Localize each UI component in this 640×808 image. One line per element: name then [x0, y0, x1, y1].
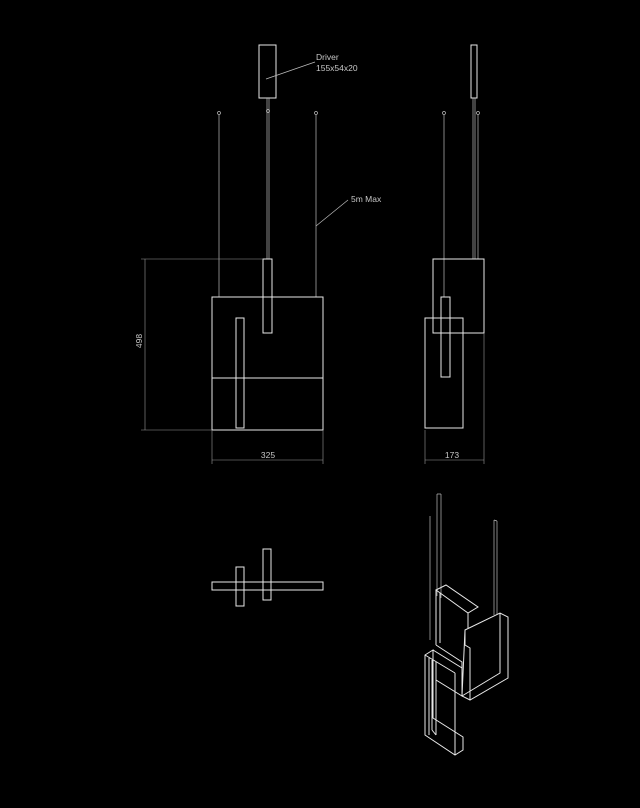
- side-driver-box: [470, 44, 478, 99]
- cable-leader: [315, 199, 349, 227]
- side-cables: [442, 98, 480, 297]
- top-horizontal-bar: [211, 581, 324, 591]
- iso-upper-panel: [435, 584, 479, 645]
- top-view: [211, 548, 324, 607]
- front-lower-bar: [235, 317, 245, 429]
- front-height-dimension: 498: [134, 258, 263, 431]
- side-view: 173: [424, 44, 485, 464]
- driver-size-label: 155x54x20: [316, 63, 358, 73]
- side-front-panel: [424, 317, 464, 429]
- side-rear-panel: [432, 258, 485, 334]
- top-vertical-bar-right: [262, 548, 272, 601]
- iso-front-panel: [424, 649, 464, 756]
- side-width-dimension: 173: [424, 333, 485, 464]
- cable-label: 5m Max: [351, 194, 382, 204]
- front-lower-panel: [211, 378, 324, 431]
- iso-inner-bar: [431, 660, 437, 736]
- driver-box: [258, 44, 277, 99]
- front-width-value: 325: [261, 450, 275, 460]
- suspension-cables: [217, 98, 318, 297]
- side-width-value: 173: [445, 450, 459, 460]
- isometric-view: [424, 493, 509, 756]
- front-width-dimension: 325: [211, 430, 324, 464]
- top-vertical-bar-left: [235, 566, 245, 607]
- driver-label: Driver: [316, 52, 339, 62]
- front-view: Driver 155x54x20 5m Max 498: [134, 44, 382, 464]
- front-main-panel: [211, 296, 324, 379]
- driver-leader: [265, 61, 316, 80]
- front-upper-bar: [262, 258, 273, 334]
- front-height-value: 498: [134, 334, 144, 348]
- iso-cables: [429, 493, 498, 640]
- side-middle-bar: [440, 296, 451, 378]
